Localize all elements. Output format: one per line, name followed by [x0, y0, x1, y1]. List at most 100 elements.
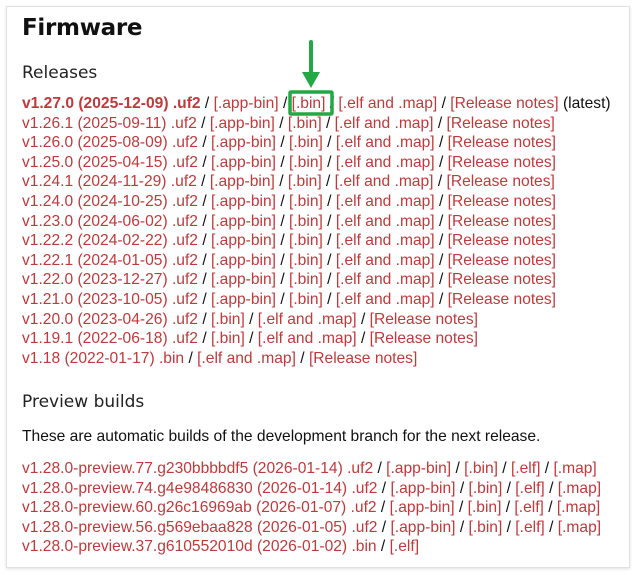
release-notes-link[interactable]: [Release notes]	[447, 212, 557, 230]
elf-and-map-link[interactable]: [.elf and .map]	[335, 153, 435, 171]
bin-link[interactable]: [.bin]	[289, 134, 323, 152]
elf-and-map-link[interactable]: [.elf and .map]	[257, 330, 357, 348]
app-bin-link[interactable]: [.app-bin]	[210, 251, 277, 269]
app-bin-link[interactable]: [.app-bin]	[390, 518, 456, 536]
bin-link[interactable]: [.bin]	[289, 192, 323, 210]
elf-link[interactable]: [.elf]	[389, 538, 420, 556]
bin-link[interactable]: [.bin]	[287, 114, 322, 132]
elf-and-map-link[interactable]: [.elf and .map]	[335, 251, 435, 269]
firmware-download-link[interactable]: v1.26.0 (2025-08-09) .uf2	[22, 134, 198, 152]
firmware-download-link[interactable]: v1.28.0-preview.60.g26c16969ab (2026-01-…	[22, 499, 377, 517]
release-notes-link[interactable]: [Release notes]	[447, 153, 557, 171]
firmware-download-link[interactable]: v1.28.0-preview.74.g4e98486830 (2026-01-…	[22, 479, 378, 497]
separator: /	[356, 310, 370, 328]
firmware-download-link[interactable]: v1.27.0 (2025-12-09) .uf2	[22, 95, 201, 112]
release-notes-link[interactable]: [Release notes]	[447, 192, 557, 210]
preview-description: These are automatic builds of the develo…	[22, 428, 541, 445]
separator: /	[200, 95, 214, 112]
separator: /	[196, 173, 210, 191]
bin-link[interactable]: [.bin]	[289, 212, 323, 230]
firmware-download-link[interactable]: v1.22.1 (2024-01-05) .uf2	[22, 251, 198, 269]
bin-link[interactable]: [.bin]	[287, 173, 322, 191]
release-notes-link[interactable]: [Release notes]	[369, 310, 478, 328]
app-bin-link[interactable]: [.app-bin]	[210, 271, 277, 289]
firmware-download-link[interactable]: v1.28.0-preview.77.g230bbbbdf5 (2026-01-…	[22, 460, 374, 477]
firmware-download-link[interactable]: v1.20.0 (2023-04-26) .uf2	[22, 310, 198, 328]
app-bin-link[interactable]: [.app-bin]	[390, 479, 456, 497]
elf-and-map-link[interactable]: [.elf and .map]	[197, 349, 296, 367]
elf-and-map-link[interactable]: [.elf and .map]	[335, 271, 435, 289]
firmware-download-link[interactable]: v1.26.1 (2025-09-11) .uf2	[22, 114, 197, 132]
app-bin-link[interactable]: [.app-bin]	[213, 95, 279, 112]
app-bin-link[interactable]: [.app-bin]	[209, 173, 275, 191]
preview-row: v1.28.0-preview.74.g4e98486830 (2026-01-…	[22, 479, 601, 499]
firmware-download-link[interactable]: v1.22.2 (2024-02-22) .uf2	[22, 232, 198, 250]
bin-link[interactable]: [.bin]	[464, 460, 498, 477]
separator: /	[244, 310, 258, 328]
firmware-download-link[interactable]: v1.23.0 (2024-06-02) .uf2	[22, 212, 198, 230]
bin-link[interactable]: [.bin]	[291, 95, 326, 112]
firmware-download-link[interactable]: v1.28.0-preview.37.g610552010d (2026-01-…	[22, 538, 377, 556]
app-bin-link[interactable]: [.app-bin]	[389, 499, 455, 517]
firmware-download-link[interactable]: v1.18 (2022-01-17) .bin	[22, 349, 185, 367]
bin-link[interactable]: [.bin]	[468, 479, 503, 497]
map-link[interactable]: [.map]	[553, 460, 597, 477]
release-notes-link[interactable]: [Release notes]	[447, 232, 557, 250]
app-bin-link[interactable]: [.app-bin]	[210, 290, 277, 308]
map-link[interactable]: [.map]	[557, 479, 602, 497]
release-notes-link[interactable]: [Release notes]	[447, 271, 557, 289]
firmware-download-link[interactable]: v1.25.0 (2025-04-15) .uf2	[22, 153, 198, 171]
release-row: v1.25.0 (2025-04-15) .uf2 / [.app-bin] /…	[22, 153, 611, 173]
bin-link[interactable]: [.bin]	[210, 310, 245, 328]
bin-link[interactable]: [.bin]	[467, 499, 502, 517]
release-notes-link[interactable]: [Release notes]	[447, 290, 557, 308]
app-bin-link[interactable]: [.app-bin]	[209, 114, 275, 132]
elf-and-map-link[interactable]: [.elf and .map]	[257, 310, 357, 328]
elf-link[interactable]: [.elf]	[510, 460, 541, 477]
release-notes-link[interactable]: [Release notes]	[446, 114, 555, 132]
app-bin-link[interactable]: [.app-bin]	[210, 192, 277, 210]
bin-link[interactable]: [.bin]	[289, 153, 323, 171]
bin-link[interactable]: [.bin]	[289, 232, 323, 250]
elf-link[interactable]: [.elf]	[515, 518, 545, 536]
firmware-download-link[interactable]: v1.21.0 (2023-10-05) .uf2	[22, 290, 198, 308]
elf-and-map-link[interactable]: [.elf and .map]	[334, 173, 434, 191]
firmware-download-link[interactable]: v1.19.1 (2022-06-18) .uf2	[22, 330, 198, 348]
app-bin-link[interactable]: [.app-bin]	[210, 212, 277, 230]
release-notes-link[interactable]: [Release notes]	[369, 330, 478, 348]
elf-and-map-link[interactable]: [.elf and .map]	[335, 290, 435, 308]
firmware-download-link[interactable]: v1.24.1 (2024-11-29) .uf2	[22, 173, 197, 191]
release-notes-link[interactable]: [Release notes]	[447, 134, 557, 152]
bin-link[interactable]: [.bin]	[289, 271, 323, 289]
bin-link[interactable]: [.bin]	[468, 518, 503, 536]
release-notes-link[interactable]: [Release notes]	[447, 251, 557, 269]
elf-and-map-link[interactable]: [.elf and .map]	[335, 134, 435, 152]
app-bin-link[interactable]: [.app-bin]	[210, 153, 277, 171]
separator: /	[544, 518, 558, 536]
firmware-download-link[interactable]: v1.28.0-preview.56.g569ebaa828 (2026-01-…	[22, 518, 378, 536]
firmware-download-link[interactable]: v1.24.0 (2024-10-25) .uf2	[22, 192, 198, 210]
map-link[interactable]: [.map]	[557, 518, 602, 536]
release-notes-link[interactable]: [Release notes]	[450, 95, 559, 112]
firmware-download-link[interactable]: v1.22.0 (2023-12-27) .uf2	[22, 271, 198, 289]
elf-and-map-link[interactable]: [.elf and .map]	[334, 114, 434, 132]
elf-and-map-link[interactable]: [.elf and .map]	[338, 95, 438, 112]
elf-and-map-link[interactable]: [.elf and .map]	[335, 232, 435, 250]
release-notes-link[interactable]: [Release notes]	[308, 349, 418, 367]
bin-link[interactable]: [.bin]	[210, 330, 245, 348]
separator: /	[455, 479, 469, 497]
release-notes-link[interactable]: [Release notes]	[446, 173, 555, 191]
bin-link[interactable]: [.bin]	[289, 290, 323, 308]
preview-row: v1.28.0-preview.60.g26c16969ab (2026-01-…	[22, 498, 601, 518]
elf-and-map-link[interactable]: [.elf and .map]	[335, 192, 435, 210]
elf-and-map-link[interactable]: [.elf and .map]	[335, 212, 435, 230]
separator: /	[197, 310, 211, 328]
app-bin-link[interactable]: [.app-bin]	[210, 134, 277, 152]
app-bin-link[interactable]: [.app-bin]	[210, 232, 277, 250]
elf-link[interactable]: [.elf]	[514, 499, 544, 517]
app-bin-link[interactable]: [.app-bin]	[386, 460, 452, 477]
elf-link[interactable]: [.elf]	[515, 479, 545, 497]
map-link[interactable]: [.map]	[556, 499, 601, 517]
separator: /	[197, 251, 211, 269]
bin-link[interactable]: [.bin]	[289, 251, 323, 269]
